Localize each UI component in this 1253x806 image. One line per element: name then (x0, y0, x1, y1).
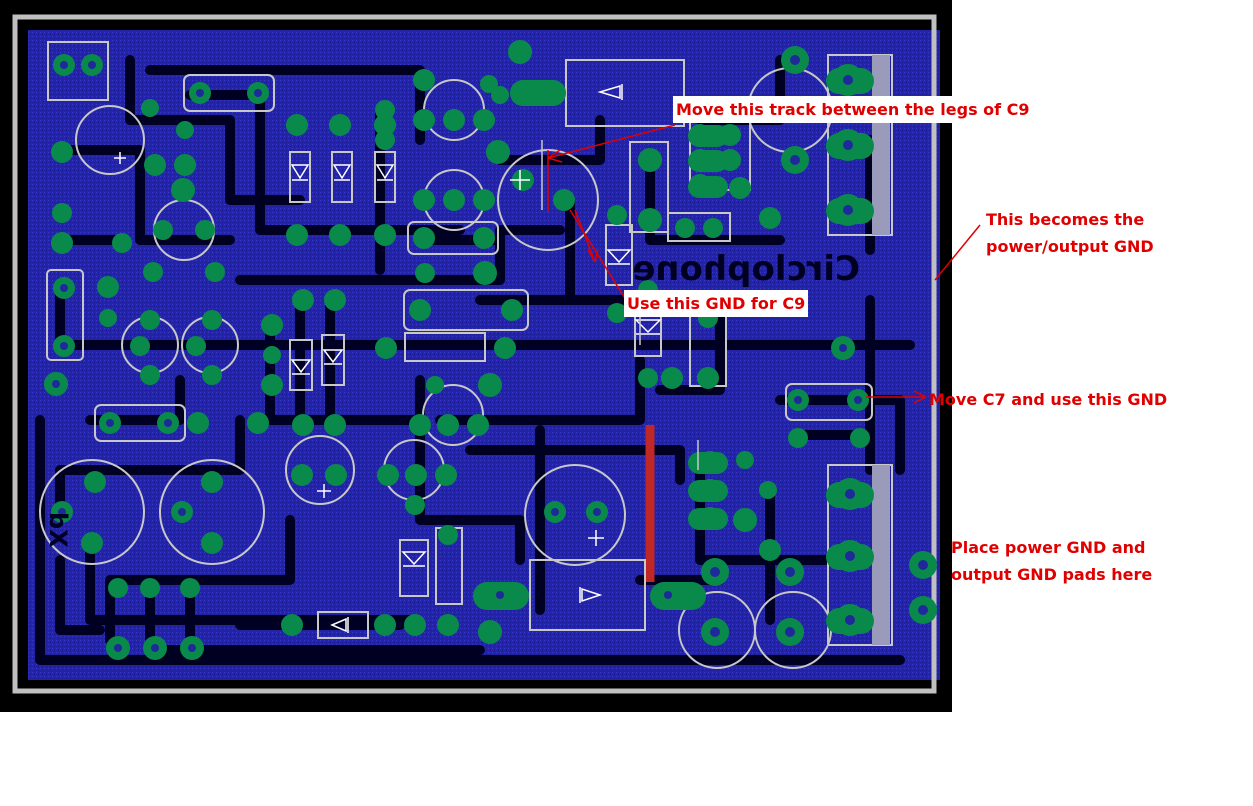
board-name-silk: Circlophone (632, 249, 860, 289)
pad-holes (52, 55, 928, 652)
annotation-move-track: Move this track between the legs of C9 (673, 96, 1033, 123)
board-silk-text: Circlophone bX (44, 249, 860, 548)
board-tag-silk: bX (44, 512, 72, 548)
annotation-power-output-gnd-line2: power/output GND (986, 237, 1154, 256)
annotation-arrows (547, 124, 981, 404)
annotation-move-c7: Move C7 and use this GND (929, 390, 1168, 409)
annotation-place-pads-line1: Place power GND and (951, 538, 1146, 557)
annotation-power-output-gnd-line1: This becomes the (986, 210, 1145, 229)
annotation-gnd-c9: Use this GND for C9 (624, 290, 809, 317)
diode-symbols (290, 84, 662, 633)
annotation-place-pads-line2: output GND pads here (951, 565, 1153, 584)
board-outline (12, 14, 937, 694)
